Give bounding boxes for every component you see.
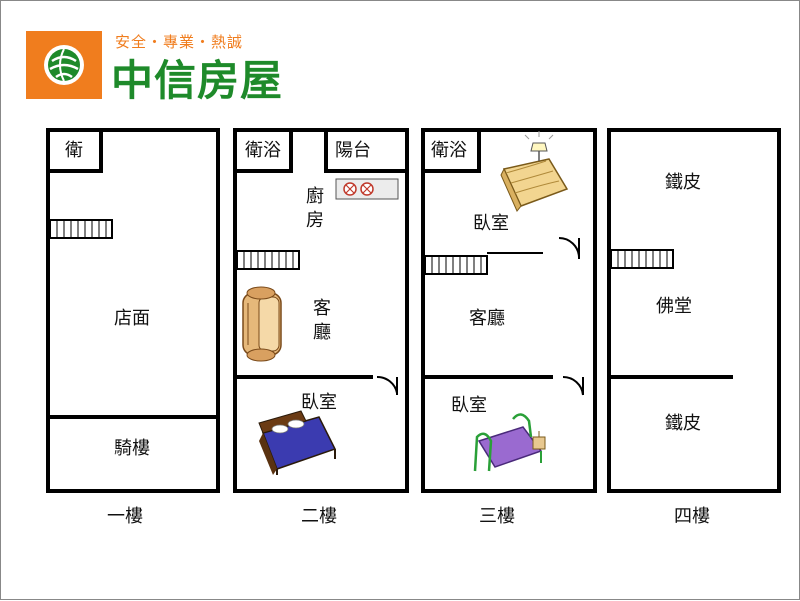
floor-label: 四樓 — [674, 506, 710, 527]
room-label-iron-shed: 鐵皮 — [665, 172, 701, 193]
bed-icon — [500, 158, 569, 212]
room-label-kitchen: 廚房 — [306, 186, 324, 231]
room-label-bath: 衛 — [65, 140, 83, 161]
floor-label: 三樓 — [479, 506, 515, 527]
floor-label: 二樓 — [301, 506, 337, 527]
sofa-icon — [242, 286, 282, 362]
door-swing-icon — [376, 236, 584, 396]
room-label-bedroom: 臥室 — [473, 213, 509, 234]
bed-icon — [258, 410, 337, 475]
bed-icon — [473, 413, 546, 472]
floor-label: 一樓 — [107, 506, 143, 527]
staircase-icon — [49, 219, 674, 275]
room-label-bedroom: 臥室 — [451, 395, 487, 416]
floor-2-outline — [233, 128, 409, 493]
room-label-shrine: 佛堂 — [656, 296, 692, 317]
room-label-bath: 衛浴 — [245, 140, 281, 161]
room-label-bedroom: 臥室 — [301, 392, 337, 413]
stove-icon — [335, 178, 399, 200]
floor-3-outline — [421, 128, 597, 493]
brand-tagline: 安全・專業・熱誠 — [115, 33, 244, 51]
room-label-balcony: 陽台 — [335, 140, 371, 161]
room-label-arcade: 騎樓 — [114, 438, 150, 459]
room-label-storefront: 店面 — [114, 308, 150, 329]
room-label-living: 客廳 — [469, 308, 505, 329]
room-label-iron-shed: 鐵皮 — [665, 413, 701, 434]
room-label-bath: 衛浴 — [431, 140, 467, 161]
floor-1-outline — [46, 128, 220, 493]
brand-name: 中信房屋 — [111, 56, 284, 105]
room-label-living: 客廳 — [313, 298, 331, 343]
lamp-icon — [524, 131, 554, 161]
brand-logo-icon — [26, 31, 102, 99]
floor-4-outline — [607, 128, 781, 493]
